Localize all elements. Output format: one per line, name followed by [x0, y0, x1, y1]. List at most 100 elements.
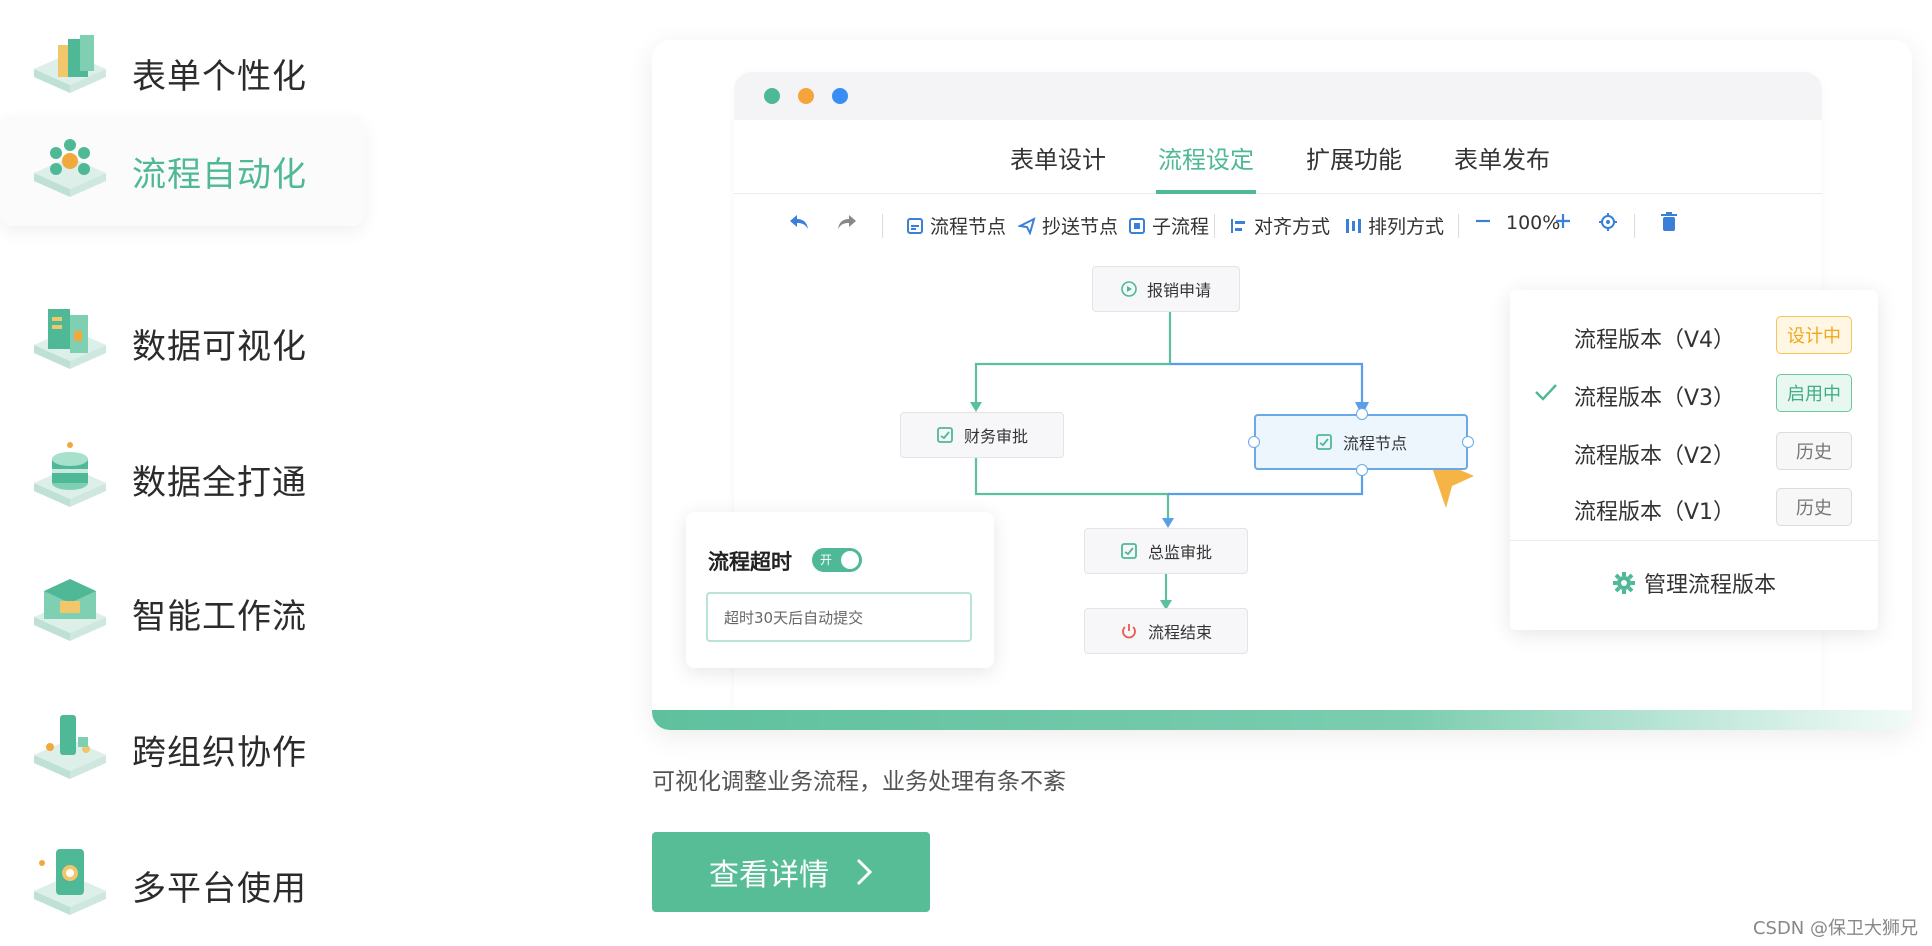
node-label: 流程节点 — [1342, 434, 1407, 453]
sidebar-item-label: 多平台使用 — [132, 868, 307, 909]
card-accent-bar — [652, 710, 1912, 730]
tab-extensions[interactable]: 扩展功能 — [1306, 146, 1402, 174]
window-dot-blue — [832, 88, 848, 104]
divider — [1510, 540, 1878, 541]
toggle-knob — [841, 551, 859, 569]
toolbar-label: 子流程 — [1152, 216, 1210, 238]
version-row[interactable]: 流程版本（V2） 历史 — [1510, 424, 1878, 480]
node-handle-left[interactable] — [1248, 436, 1260, 448]
add-cc-node-button[interactable]: 抄送节点 — [1018, 212, 1118, 239]
toggle-text: 开 — [820, 553, 833, 567]
locate-icon — [1599, 213, 1617, 231]
arrange-button[interactable]: 排列方式 — [1344, 212, 1444, 239]
toolbar-divider — [1458, 214, 1459, 238]
redo-icon — [838, 215, 856, 229]
flow-node-selected[interactable]: 流程节点 — [1254, 414, 1468, 470]
node-handle-top[interactable] — [1356, 408, 1368, 420]
data-visualization-icon — [34, 309, 106, 369]
toolbar-label: 流程节点 — [930, 216, 1007, 238]
sidebar-item-label: 数据可视化 — [132, 326, 307, 367]
sidebar-item-label: 数据全打通 — [132, 462, 307, 503]
status-badge: 历史 — [1776, 488, 1852, 526]
version-label: 流程版本（V1） — [1574, 500, 1736, 525]
toolbar-divider — [1214, 214, 1215, 238]
node-handle-bottom[interactable] — [1356, 464, 1368, 476]
flow-node-end[interactable]: 流程结束 — [1084, 608, 1248, 654]
zoom-level: 100% — [1506, 212, 1561, 234]
zoom-in-button[interactable] — [1554, 212, 1572, 230]
tab-form-design[interactable]: 表单设计 — [1010, 146, 1106, 174]
active-tab-underline — [1156, 190, 1256, 194]
sidebar-item-multi-platform[interactable]: 多平台使用 — [0, 830, 365, 940]
manage-versions-button[interactable]: 管理流程版本 — [1510, 558, 1878, 608]
undo-icon — [790, 215, 808, 229]
status-badge: 启用中 — [1776, 374, 1852, 412]
form-personalize-icon — [34, 35, 106, 93]
trash-icon — [1661, 212, 1677, 231]
manage-versions-label: 管理流程版本 — [1643, 573, 1776, 598]
send-icon — [1018, 216, 1036, 235]
version-label: 流程版本（V2） — [1574, 444, 1736, 469]
sidebar-item-label: 智能工作流 — [132, 596, 307, 637]
toolbar-label: 排列方式 — [1368, 216, 1445, 238]
align-button[interactable]: 对齐方式 — [1230, 212, 1330, 239]
flow-toolbar: 流程节点 抄送节点 子流程 对齐方式 排列方式 10 — [734, 194, 1822, 254]
align-icon — [1231, 218, 1245, 233]
toolbar-label: 抄送节点 — [1042, 216, 1119, 238]
window-dot-orange — [798, 88, 814, 104]
feature-sidebar: 表单个性化 流程自动化 数据可视化 — [0, 0, 370, 946]
node-handle-right[interactable] — [1462, 436, 1474, 448]
sidebar-item-label: 流程自动化 — [132, 154, 307, 195]
status-badge: 历史 — [1776, 432, 1852, 470]
sidebar-item-label: 表单个性化 — [132, 56, 307, 97]
node-label: 总监审批 — [1147, 543, 1212, 562]
version-row[interactable]: 流程版本（V1） 历史 — [1510, 480, 1878, 536]
redo-button[interactable] — [836, 212, 858, 232]
sidebar-item-cross-org[interactable]: 跨组织协作 — [0, 694, 365, 804]
timeout-toggle[interactable]: 开 — [812, 548, 862, 572]
flow-node-finance[interactable]: 财务审批 — [900, 412, 1064, 458]
approval-icon — [1121, 543, 1137, 559]
window-titlebar — [734, 72, 1822, 120]
tab-form-publish[interactable]: 表单发布 — [1454, 146, 1550, 174]
approval-icon — [937, 427, 953, 443]
power-icon — [1122, 624, 1136, 639]
version-row[interactable]: 流程版本（V4） 设计中 — [1510, 308, 1878, 364]
version-panel: 流程版本（V4） 设计中 流程版本（V3） 启用中 流程版本（V2） 历史 流程… — [1510, 290, 1878, 630]
sidebar-item-smart-workflow[interactable]: 智能工作流 — [0, 558, 365, 668]
zoom-out-button[interactable] — [1474, 212, 1492, 230]
status-badge: 设计中 — [1776, 316, 1852, 354]
locate-button[interactable] — [1598, 212, 1618, 232]
add-flow-node-button[interactable]: 流程节点 — [906, 212, 1006, 239]
flow-node-director[interactable]: 总监审批 — [1084, 528, 1248, 574]
tab-process-settings[interactable]: 流程设定 — [1158, 146, 1254, 174]
add-subflow-button[interactable]: 子流程 — [1128, 212, 1209, 239]
sidebar-item-data-visualization[interactable]: 数据可视化 — [0, 288, 365, 398]
undo-button[interactable] — [788, 212, 810, 232]
subflow-icon — [1129, 217, 1145, 234]
timeout-settings-popup: 流程超时 开 超时30天后自动提交 — [686, 512, 994, 668]
version-label: 流程版本（V4） — [1574, 328, 1736, 353]
flow-node-start[interactable]: 报销申请 — [1092, 266, 1240, 312]
timeout-title: 流程超时 — [708, 550, 792, 574]
node-label: 报销申请 — [1146, 281, 1211, 300]
timeout-input[interactable]: 超时30天后自动提交 — [706, 592, 972, 642]
watermark: CSDN @保卫大狮兄 — [1752, 918, 1918, 939]
sidebar-item-label: 跨组织协作 — [132, 732, 307, 773]
checkmark-icon — [1535, 384, 1557, 401]
chevron-right-icon — [856, 858, 873, 886]
smart-workflow-icon — [34, 579, 106, 641]
data-integration-icon — [34, 442, 106, 507]
gear-icon — [1612, 572, 1635, 594]
feature-description: 可视化调整业务流程，业务处理有条不紊 — [652, 769, 1066, 795]
view-details-button[interactable]: 查看详情 — [652, 832, 930, 912]
toolbar-divider — [1634, 214, 1635, 238]
sidebar-item-form-personalize[interactable]: 表单个性化 — [0, 18, 365, 128]
toolbar-label: 对齐方式 — [1254, 216, 1331, 238]
version-row[interactable]: 流程版本（V3） 启用中 — [1510, 366, 1878, 422]
window-dot-green — [764, 88, 780, 104]
delete-button[interactable] — [1660, 212, 1678, 232]
approval-icon — [1316, 434, 1332, 450]
sidebar-item-process-automation[interactable]: 流程自动化 — [0, 116, 365, 226]
sidebar-item-data-integration[interactable]: 数据全打通 — [0, 424, 365, 534]
